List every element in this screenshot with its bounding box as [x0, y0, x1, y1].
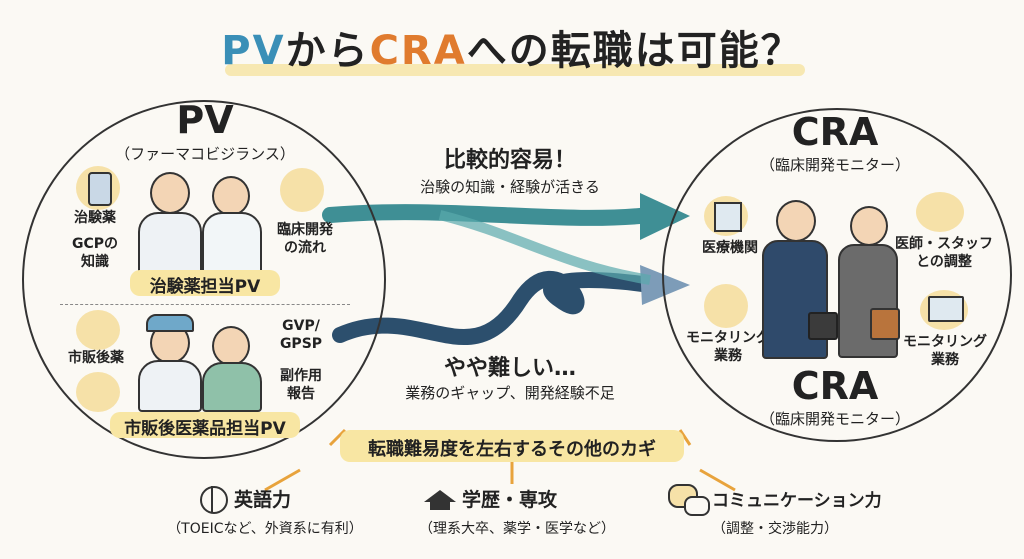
pv-label-investigational-drug: 治験薬: [74, 210, 116, 226]
cra-male-suit: [762, 240, 828, 359]
graduation-cap-icon: [424, 490, 456, 502]
cra-name-top: CRA: [791, 110, 879, 154]
pv-divider: [60, 304, 350, 305]
cra-label-staff-coordination: 医師・スタッフ との調整: [895, 236, 993, 270]
pv-group-postmarketing: 市販後医薬品担当PV: [124, 419, 286, 439]
cra-subtitle-top: （臨床開発モニター）: [759, 156, 910, 174]
cra-male-head: [776, 200, 816, 242]
pv-label-marketed-drug: 市販後薬: [68, 350, 124, 366]
key-english: 英語力: [234, 489, 292, 511]
pv-label-gvp-gpsp: GVP/ GPSP: [279, 318, 323, 352]
bottle-shape: [88, 172, 112, 206]
cra-female-suit: [838, 244, 898, 358]
graduation-cap-base: [430, 502, 450, 510]
pv-group-investigational: 治験薬担当PV: [149, 277, 261, 297]
doctor-staff-icon: [916, 192, 964, 232]
hard-arrow: [332, 270, 658, 345]
title-highlight: [225, 64, 805, 76]
speech-bubble-secondary: [684, 496, 710, 516]
pv-male-researcher-body: [138, 212, 202, 274]
briefcase-icon: [808, 312, 838, 340]
pv-female-researcher-head: [212, 176, 250, 216]
cra-label-monitoring-left: モニタリング 業務: [686, 330, 770, 364]
easy-arrow-branch: [438, 210, 651, 285]
page-title: PVからCRAへの転職は可能？: [221, 28, 803, 74]
key-english-sub: （TOEICなど、外資系に有利）: [167, 521, 363, 537]
cra-label-hospital: 医療機関: [702, 240, 758, 256]
pv-label-adverse-report: 副作用 報告: [280, 368, 322, 402]
pv-label-gcp-knowledge: GCPの 知識: [71, 236, 119, 270]
easy-subtitle: 治験の知識・経験が活きる: [420, 178, 600, 196]
hard-subtitle: 業務のギャップ、開発経験不足: [405, 384, 615, 402]
cra-female-head: [850, 206, 888, 246]
pv-male-researcher-head: [150, 172, 190, 214]
keys-band: [340, 430, 684, 462]
pv-name: PV: [176, 98, 234, 142]
easy-arrow: [322, 204, 658, 226]
flowchart-icon: [280, 168, 324, 212]
pv-female-researcher-body: [202, 212, 262, 274]
pv-male-cap: [146, 314, 194, 332]
key-communication: コミュニケーション力: [712, 491, 882, 511]
key-education: 学歴・専攻: [462, 489, 558, 511]
key-communication-sub: （調整・交渉能力）: [712, 521, 838, 537]
checklist-icon: [704, 284, 748, 328]
pv-circle: [22, 100, 386, 459]
pv-male-pharmacist-body: [138, 360, 202, 412]
easy-title: 比較的容易！: [443, 148, 576, 173]
handbag-icon: [870, 308, 900, 340]
pv-female-pharmacist-body: [202, 362, 262, 412]
easy-arrowhead: [640, 193, 690, 240]
key-education-sub: （理系大卒、薬学・医学など）: [419, 521, 615, 537]
cra-name-bottom: CRA: [791, 364, 879, 408]
laptop-screen: [928, 296, 964, 322]
hard-title: やや難しい…: [443, 356, 576, 381]
pv-label-clinical-flow: 臨床開発 の流れ: [277, 222, 333, 256]
pv-female-pharmacist-head: [212, 326, 250, 366]
pill-bottle-icon: [76, 310, 120, 350]
globe-icon: [200, 486, 228, 514]
group-band-bottom: [110, 412, 300, 438]
pv-subtitle: （ファーマコビジランス）: [115, 145, 295, 163]
cra-label-monitoring-right: モニタリング 業務: [903, 334, 987, 368]
globe-meridian: [211, 486, 213, 512]
documents-icon: [76, 372, 120, 412]
keys-title: 転職難易度を左右するその他のカギ: [368, 439, 656, 460]
cra-subtitle-bottom: （臨床開発モニター）: [759, 410, 910, 428]
group-band-top: [130, 270, 280, 296]
hospital-building: [714, 202, 742, 232]
cra-circle: [662, 108, 1012, 442]
